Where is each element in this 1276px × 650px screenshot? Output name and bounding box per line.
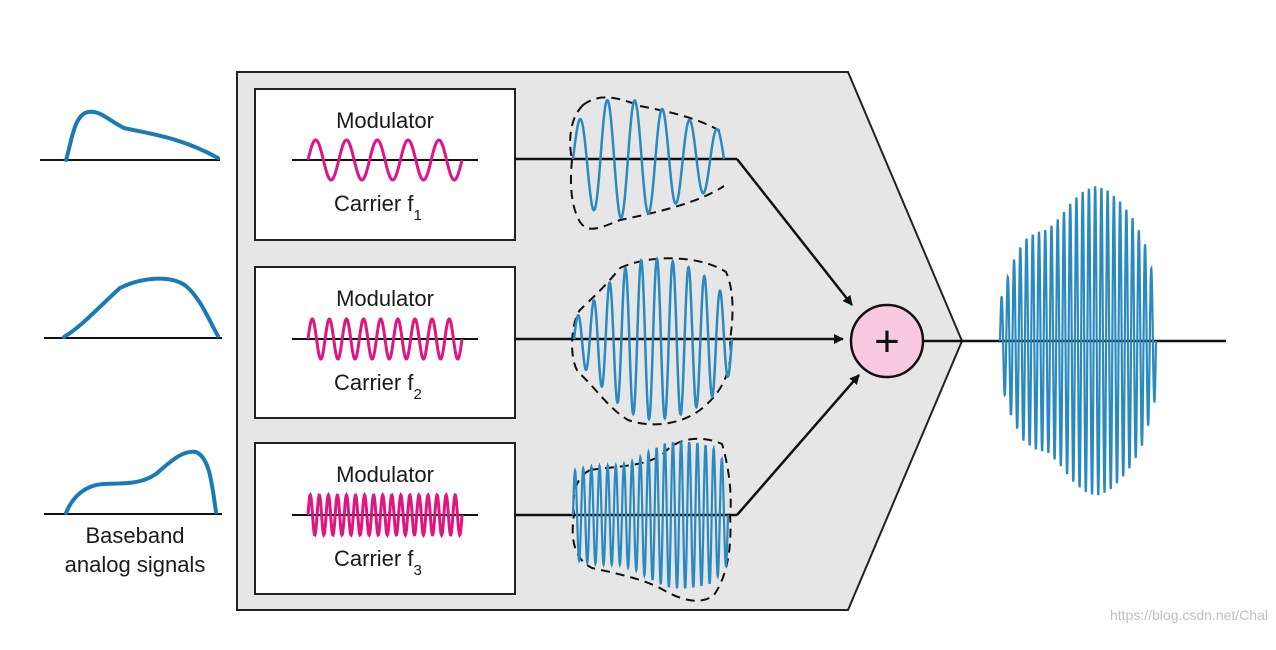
carrier-label-3: Carrier f3 [334,546,422,579]
carrier-wave-3 [306,491,464,539]
baseband-label-line-1: Baseband [85,523,184,548]
modulated-signal-3 [571,374,860,602]
arrow-to-adder-1 [736,158,853,306]
composite-signal [998,186,1158,496]
plus-icon: + [874,317,900,366]
adder-circle: + [849,303,925,379]
modulated-signal-2 [571,256,844,426]
baseband-signal-3 [44,449,222,515]
carrier-label-1: Carrier f1 [334,191,422,224]
carrier-wave-1 [306,138,464,182]
modulated-signal-1 [569,96,853,306]
baseband-signal-2 [44,276,222,339]
baseband-signal-1 [40,109,220,162]
watermark-text: https://blog.csdn.net/Chal [1110,607,1268,623]
modulator-box-3: Modulator Carrier f3 [254,442,516,595]
arrow-to-adder-3 [736,374,860,516]
modulator-box-1: Modulator Carrier f1 [254,88,516,241]
modulator-box-2: Modulator Carrier f2 [254,266,516,419]
carrier-label-2: Carrier f2 [334,370,422,403]
modulator-title-3: Modulator [336,462,434,487]
carrier-wave-2 [306,317,464,361]
baseband-label-line-2: analog signals [65,552,206,577]
modulator-title-1: Modulator [336,108,434,133]
modulator-title-2: Modulator [336,286,434,311]
